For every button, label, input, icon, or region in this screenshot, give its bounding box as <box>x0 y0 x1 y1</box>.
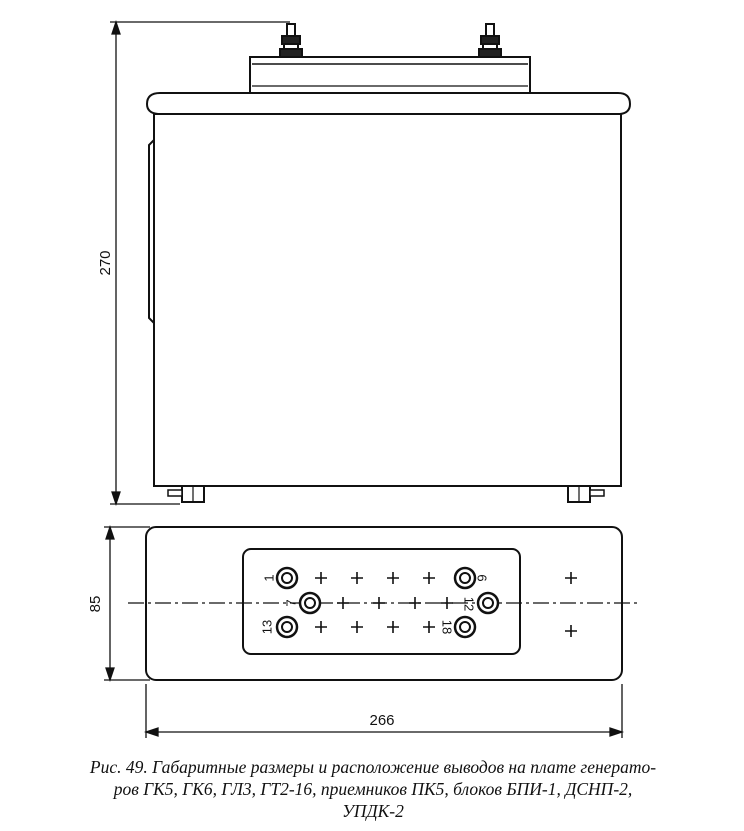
front-view <box>145 23 632 503</box>
terminal-13 <box>275 615 299 639</box>
terminal-1 <box>275 566 299 590</box>
case-lid <box>145 92 632 115</box>
terminal-label-13: 13 <box>259 620 274 634</box>
caption-line-3: УПДК-2 <box>342 801 404 821</box>
terminal-screws <box>275 566 500 639</box>
figure-caption: Рис. 49. Габаритные размеры и расположен… <box>28 756 718 822</box>
left-terminal-screw <box>279 23 303 58</box>
technical-drawing: 270 <box>87 19 640 738</box>
terminal-label-12: 12 <box>462 597 477 611</box>
side-handle <box>148 139 155 324</box>
terminal-7 <box>298 591 322 615</box>
right-foot <box>567 485 605 503</box>
top-terminal-plate <box>249 56 531 94</box>
terminal-12 <box>476 591 500 615</box>
terminal-label-18: 18 <box>440 620 455 634</box>
terminal-label-7: 7 <box>283 599 298 606</box>
caption-line-1: Рис. 49. Габаритные размеры и расположен… <box>89 757 657 777</box>
terminal-board <box>242 548 521 655</box>
caption-line-2: ров ГК5, ГК6, ГЛ3, ГТ2-16, приемников ПК… <box>113 779 633 799</box>
terminal-6 <box>453 566 477 590</box>
depth-dimension <box>104 524 150 683</box>
depth-value: 85 <box>87 596 104 613</box>
width-dimension <box>143 684 625 738</box>
left-foot <box>167 485 205 503</box>
terminal-18 <box>453 615 477 639</box>
terminal-label-1: 1 <box>261 574 276 581</box>
height-value: 270 <box>97 250 114 275</box>
width-value: 266 <box>369 712 394 729</box>
height-dimension <box>110 19 290 507</box>
cross-marks <box>315 572 577 637</box>
case-body <box>153 113 622 487</box>
terminal-label-6: 6 <box>475 574 490 581</box>
right-terminal-screw <box>478 23 502 58</box>
